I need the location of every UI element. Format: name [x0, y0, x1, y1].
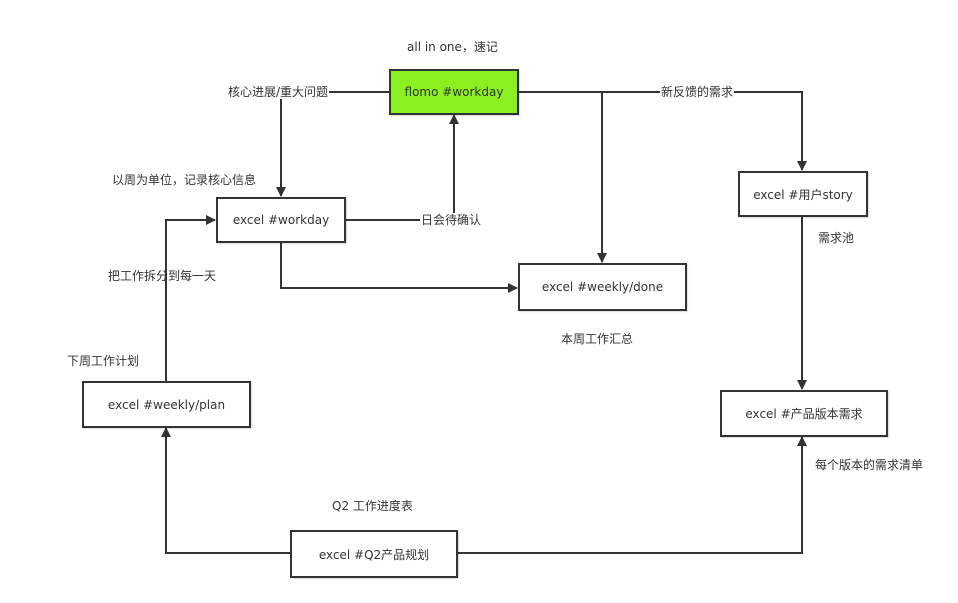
edge-q2-to-plan	[161, 427, 290, 554]
edge-workday-to-done	[280, 242, 518, 293]
edge-workday-to-flomo	[345, 114, 459, 221]
annotation-q2-progress: Q2 工作进度表	[332, 499, 413, 513]
node-excel-q2-plan[interactable]: excel #Q2产品规划	[290, 530, 458, 578]
annotation-next-week-plan: 下周工作计划	[67, 354, 140, 368]
annotation-flomo-note: all in one，速记	[407, 40, 498, 54]
node-excel-user-story[interactable]: excel #用户story	[738, 171, 868, 217]
node-label: flomo #workday	[404, 85, 504, 99]
node-label: excel #产品版本需求	[745, 407, 863, 421]
node-label: excel #Q2产品规划	[318, 547, 430, 562]
node-flomo-workday[interactable]: flomo #workday	[389, 69, 519, 115]
edge-flomo-to-story	[602, 91, 807, 171]
edge-q2-to-version	[457, 436, 807, 554]
node-label: excel #weekly/done	[541, 280, 664, 294]
edge-flomo-to-workday	[276, 91, 389, 197]
node-label: excel #用户story	[753, 187, 853, 202]
edge-label-core-progress: 核心进展/重大问题	[227, 85, 330, 99]
node-excel-workday[interactable]: excel #workday	[216, 197, 346, 243]
node-label: excel #workday	[232, 213, 330, 227]
edge-label-new-feedback: 新反馈的需求	[660, 85, 735, 99]
node-excel-weekly-plan[interactable]: excel #weekly/plan	[82, 381, 251, 428]
annotation-weekly-unit: 以周为单位，记录核心信息	[112, 173, 257, 187]
annotation-weekly-summary: 本周工作汇总	[561, 332, 634, 346]
edge-label-requirement-pool: 需求池	[818, 231, 855, 245]
edge-label-daily-confirm: 日会待确认	[420, 213, 483, 227]
edge-label-version-list: 每个版本的需求清单	[815, 458, 924, 472]
node-label: excel #weekly/plan	[107, 397, 226, 412]
node-excel-weekly-done[interactable]: excel #weekly/done	[518, 263, 687, 311]
edge-plan-to-workday	[165, 215, 216, 381]
node-excel-version-requirements[interactable]: excel #产品版本需求	[720, 390, 888, 437]
edge-flomo-to-done	[518, 91, 607, 263]
edge-label-split-daily: 把工作拆分到每一天	[108, 269, 217, 283]
